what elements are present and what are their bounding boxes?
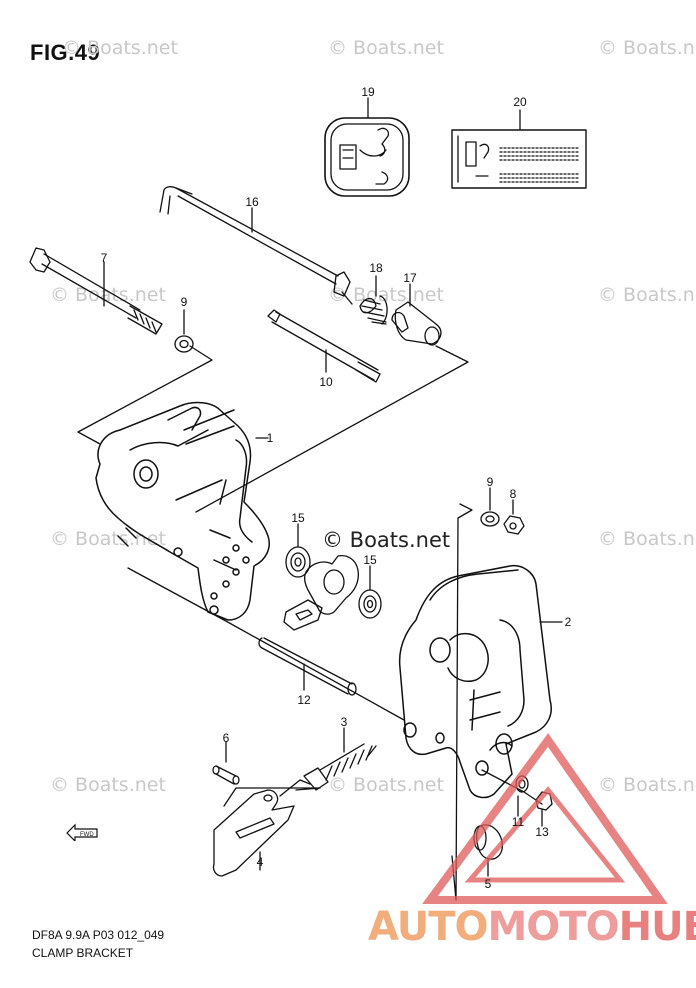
- part-9-washer-right: [480, 511, 500, 527]
- callout-1: 1: [266, 431, 274, 445]
- watermark: © Boats.net: [50, 528, 166, 550]
- part-7-bolt: [29, 247, 163, 335]
- callout-18: 18: [369, 261, 383, 275]
- callout-5: 5: [484, 877, 492, 891]
- watermark: © Boats.net: [50, 774, 166, 796]
- brand-triangle-logo: [422, 733, 668, 904]
- part-8-nut: [503, 515, 525, 535]
- callout-6: 6: [222, 731, 230, 745]
- part-9-washer: [174, 335, 194, 353]
- figure-title: FIG.49: [30, 40, 101, 65]
- watermark: © Boats.net: [62, 37, 178, 59]
- part-20-label: [451, 129, 587, 189]
- part-17-knob: [391, 301, 442, 346]
- watermark: © Boats.net: [598, 37, 696, 59]
- callout-13: 13: [535, 825, 549, 839]
- watermark: © Boats.net: [598, 774, 696, 796]
- watermark: © Boats.net: [598, 284, 696, 306]
- watermark: © Boats.net: [328, 37, 444, 59]
- part-12-pin: [258, 637, 357, 696]
- brand-part-hub: HUB: [618, 904, 696, 950]
- fwd-label: FWD: [80, 832, 94, 838]
- callout-9: 9: [180, 295, 188, 309]
- callout-3: 3: [340, 715, 348, 729]
- part-18-spring: [359, 295, 388, 325]
- forward-arrow-icon: FWD: [66, 823, 98, 841]
- watermark-main: © Boats.net: [322, 528, 451, 552]
- brand-part-auto: AUTO: [368, 904, 488, 950]
- part-10-rod: [267, 309, 381, 383]
- part-15-seal-left: [285, 546, 311, 578]
- watermark: © Boats.net: [50, 284, 166, 306]
- part-1-clamp-bracket: [95, 401, 270, 621]
- figure-name: CLAMP BRACKET: [32, 946, 134, 960]
- callout-8: 8: [509, 487, 517, 501]
- brand-part-moto: MOTO: [487, 904, 620, 950]
- watermark: © Boats.net: [598, 528, 696, 550]
- part-2-swivel-bracket: [398, 564, 552, 799]
- callout-9-right: 9: [486, 475, 494, 489]
- callout-4: 4: [256, 855, 264, 869]
- figure-code: DF8A 9.9A P03 012_049: [32, 928, 165, 942]
- watermark: © Boats.net: [328, 284, 444, 306]
- part-13-nut: [535, 791, 553, 811]
- callout-20: 20: [513, 95, 527, 109]
- callout-2: 2: [564, 615, 572, 629]
- callout-16: 16: [245, 195, 259, 209]
- callout-19: 19: [361, 85, 375, 99]
- callout-7: 7: [100, 251, 108, 265]
- watermark: © Boats.net: [328, 774, 444, 796]
- part-6-pin: [212, 765, 240, 785]
- callout-17: 17: [403, 271, 417, 285]
- brand-text: AUTOMOTOHUB: [368, 904, 696, 950]
- part-16-rod: [159, 186, 353, 305]
- part-15-seal-right: [358, 589, 382, 619]
- callout-15-left: 15: [291, 511, 305, 525]
- part-latch-plate: [283, 554, 360, 631]
- callout-11: 11: [511, 815, 525, 829]
- part-4-lever: [212, 779, 311, 877]
- part-19-decal: [324, 117, 410, 197]
- callout-12: 12: [297, 693, 311, 707]
- callout-10: 10: [319, 375, 333, 389]
- part-3-spring: [303, 743, 377, 791]
- callout-15-right: 15: [363, 553, 377, 567]
